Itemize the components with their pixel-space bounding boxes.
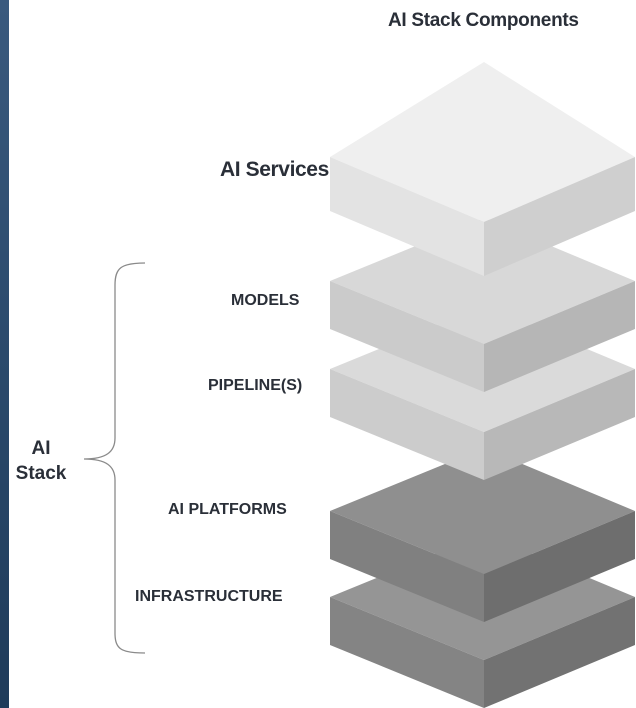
layer-ai-platforms (330, 448, 635, 622)
models-top-face (330, 218, 635, 344)
models-left-face (330, 281, 484, 392)
ai-stack-label-line2: Stack (15, 463, 67, 484)
label-infrastructure: INFRASTRUCTURE (135, 588, 283, 605)
services-left-face (330, 157, 484, 276)
ai-stack-label: AI Stack (10, 436, 72, 486)
pipeline-right-face (484, 369, 635, 480)
diagram-title: AI Stack Components (388, 10, 579, 31)
label-models: MODELS (231, 292, 300, 309)
services-top-face (330, 62, 635, 222)
layer-services (330, 62, 635, 276)
models-right-face (484, 281, 635, 392)
infrastructure-right-face (484, 597, 635, 708)
pipeline-left-face (330, 369, 484, 480)
label-ai-platforms: AI PLATFORMS (168, 501, 287, 518)
stack-brace (83, 262, 146, 654)
layer-models (330, 218, 635, 392)
ai-platforms-right-face (484, 511, 635, 622)
ai-stack-label-line1: AI (31, 438, 51, 459)
services-right-face (484, 157, 635, 276)
left-accent-strip (0, 0, 9, 708)
ai-platforms-left-face (330, 511, 484, 622)
label-ai-services: AI Services (220, 158, 329, 181)
infrastructure-left-face (330, 597, 484, 708)
label-pipelines: PIPELINE(S) (208, 377, 303, 394)
ai-platforms-top-face (330, 448, 635, 574)
